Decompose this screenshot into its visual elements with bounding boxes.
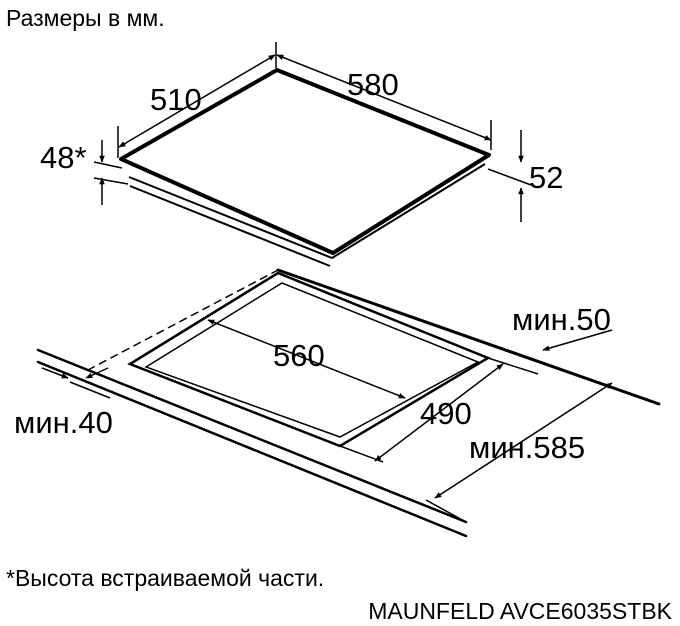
min-worktop-depth-label: мин.585 (469, 430, 585, 465)
footnote: *Высота встраиваемой части. (6, 565, 324, 591)
min-back-distance-label: мин.50 (512, 302, 611, 337)
cutout-width-dimension-line (207, 319, 406, 399)
min-front-distance-arrow-upper (41, 367, 69, 379)
min-front-leader (69, 381, 111, 399)
hob-dimension-lines (99, 54, 524, 222)
cutout-width-label: 560 (273, 338, 325, 373)
cutout-dimension-lines (41, 319, 613, 499)
hob-width-dimension-line (276, 54, 492, 141)
min-front-distance-label: мин.40 (14, 405, 113, 440)
hob-width-label: 580 (347, 67, 399, 102)
hob-depth-label: 510 (150, 82, 202, 117)
min-worktop-depth-dimension-line (434, 382, 613, 499)
units-note: Размеры в мм. (6, 5, 165, 31)
min-front-distance-arrow-lower (85, 367, 109, 379)
worktop-outline (36, 268, 661, 538)
cutout-depth-label: 490 (420, 396, 472, 431)
model-name: MAUNFELD AVCE6035STBK (368, 598, 672, 624)
min-back-distance-arrow (542, 329, 613, 351)
hob-total-height-label: 52 (529, 160, 563, 195)
hob-depth-dimension-line (118, 54, 276, 148)
hob-built-in-height-label: 48* (40, 140, 87, 175)
